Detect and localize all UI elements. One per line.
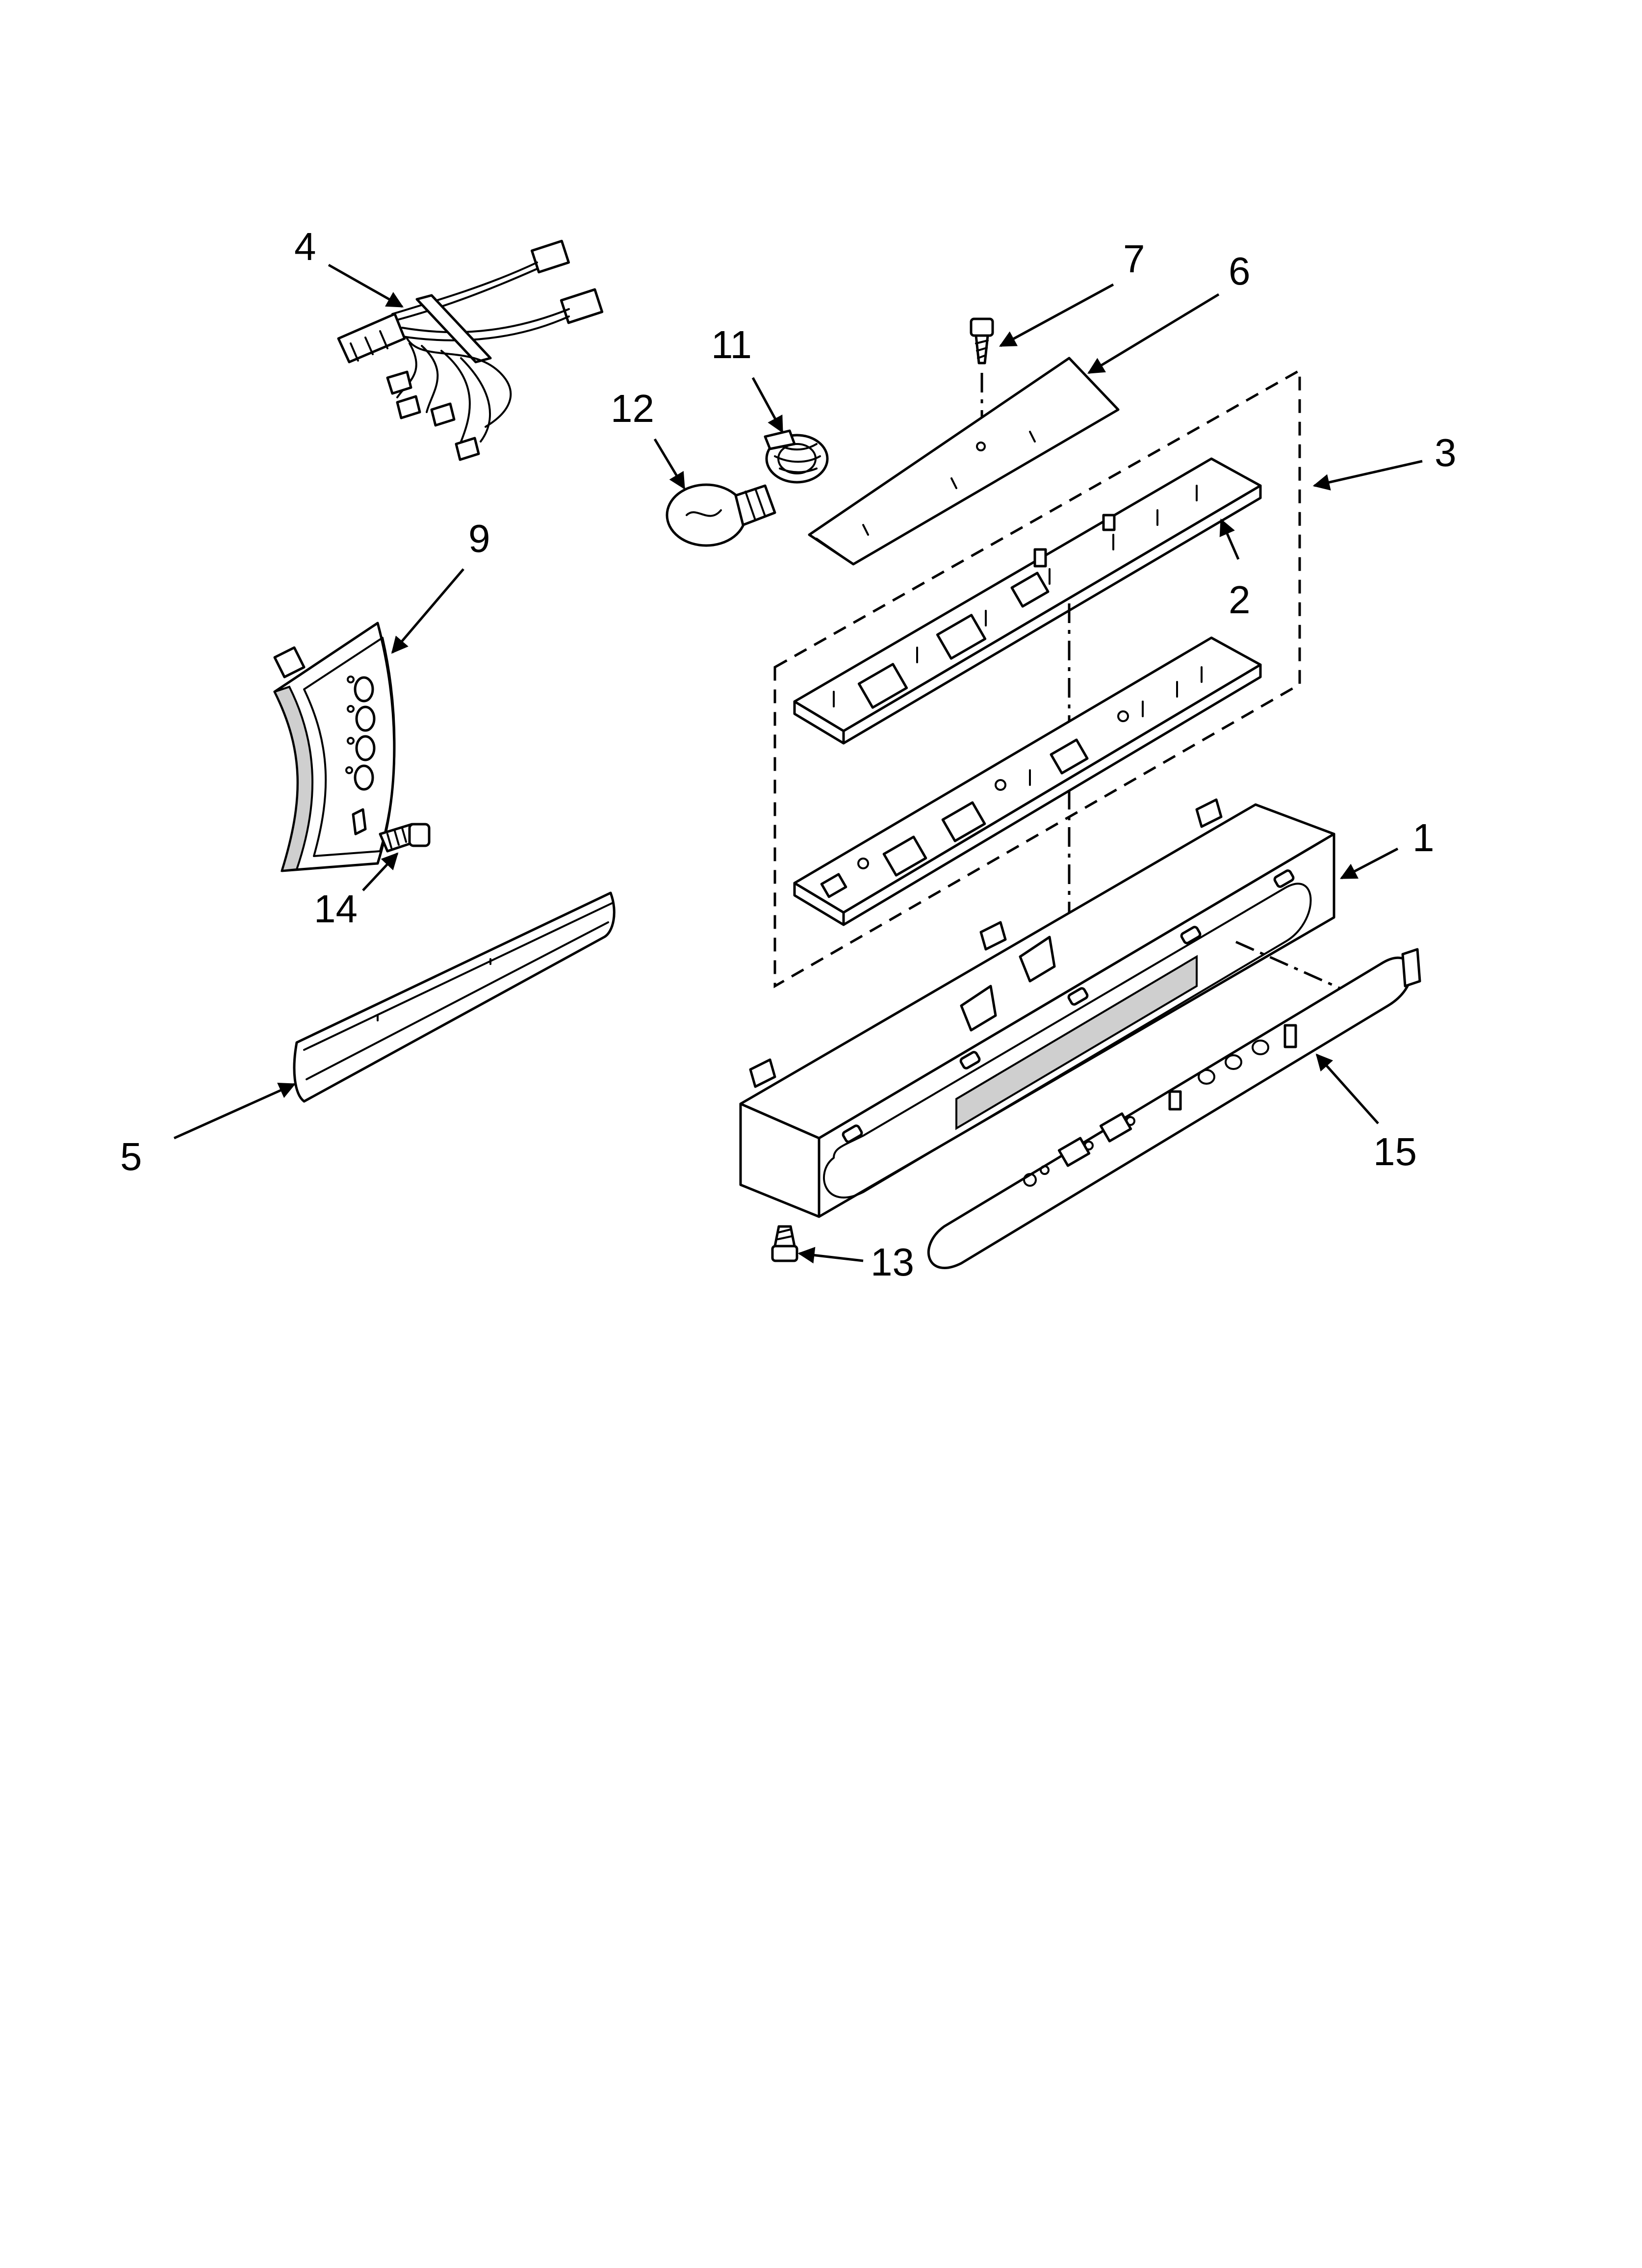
screw-part-7 (970, 317, 994, 365)
shield-plate-part (808, 357, 1120, 566)
callout-5: 5 (120, 1135, 142, 1178)
upper-control-board-part (793, 457, 1262, 745)
callout-1: 1 (1412, 816, 1435, 860)
callout-11: 11 (711, 323, 752, 366)
leader-lines (173, 263, 1423, 1264)
callout-14: 14 (314, 887, 358, 931)
light-bulb-part (666, 483, 776, 547)
callout-13: 13 (871, 1240, 914, 1284)
callout-12: 12 (611, 387, 654, 430)
callout-7: 7 (1123, 237, 1145, 281)
trim-channel-part (293, 891, 616, 1103)
lower-control-board-part (793, 636, 1262, 926)
callout-labels: 4 7 6 11 12 3 9 2 1 14 5 15 13 (120, 225, 1457, 1284)
callout-4: 4 (294, 225, 316, 268)
lamp-socket-part (764, 429, 829, 484)
screw-part-14 (379, 823, 431, 853)
control-housing-part (739, 798, 1335, 1218)
callout-3: 3 (1435, 431, 1457, 474)
callout-9: 9 (468, 517, 490, 560)
control-assembly-boundary (773, 368, 1301, 989)
side-bezel-part (273, 622, 396, 872)
front-overlay-part (927, 948, 1421, 1269)
wire-harness-part (337, 239, 604, 461)
callout-15: 15 (1373, 1130, 1417, 1173)
screw-part-13 (771, 1225, 798, 1262)
callout-2: 2 (1229, 578, 1251, 622)
callout-6: 6 (1229, 249, 1251, 293)
